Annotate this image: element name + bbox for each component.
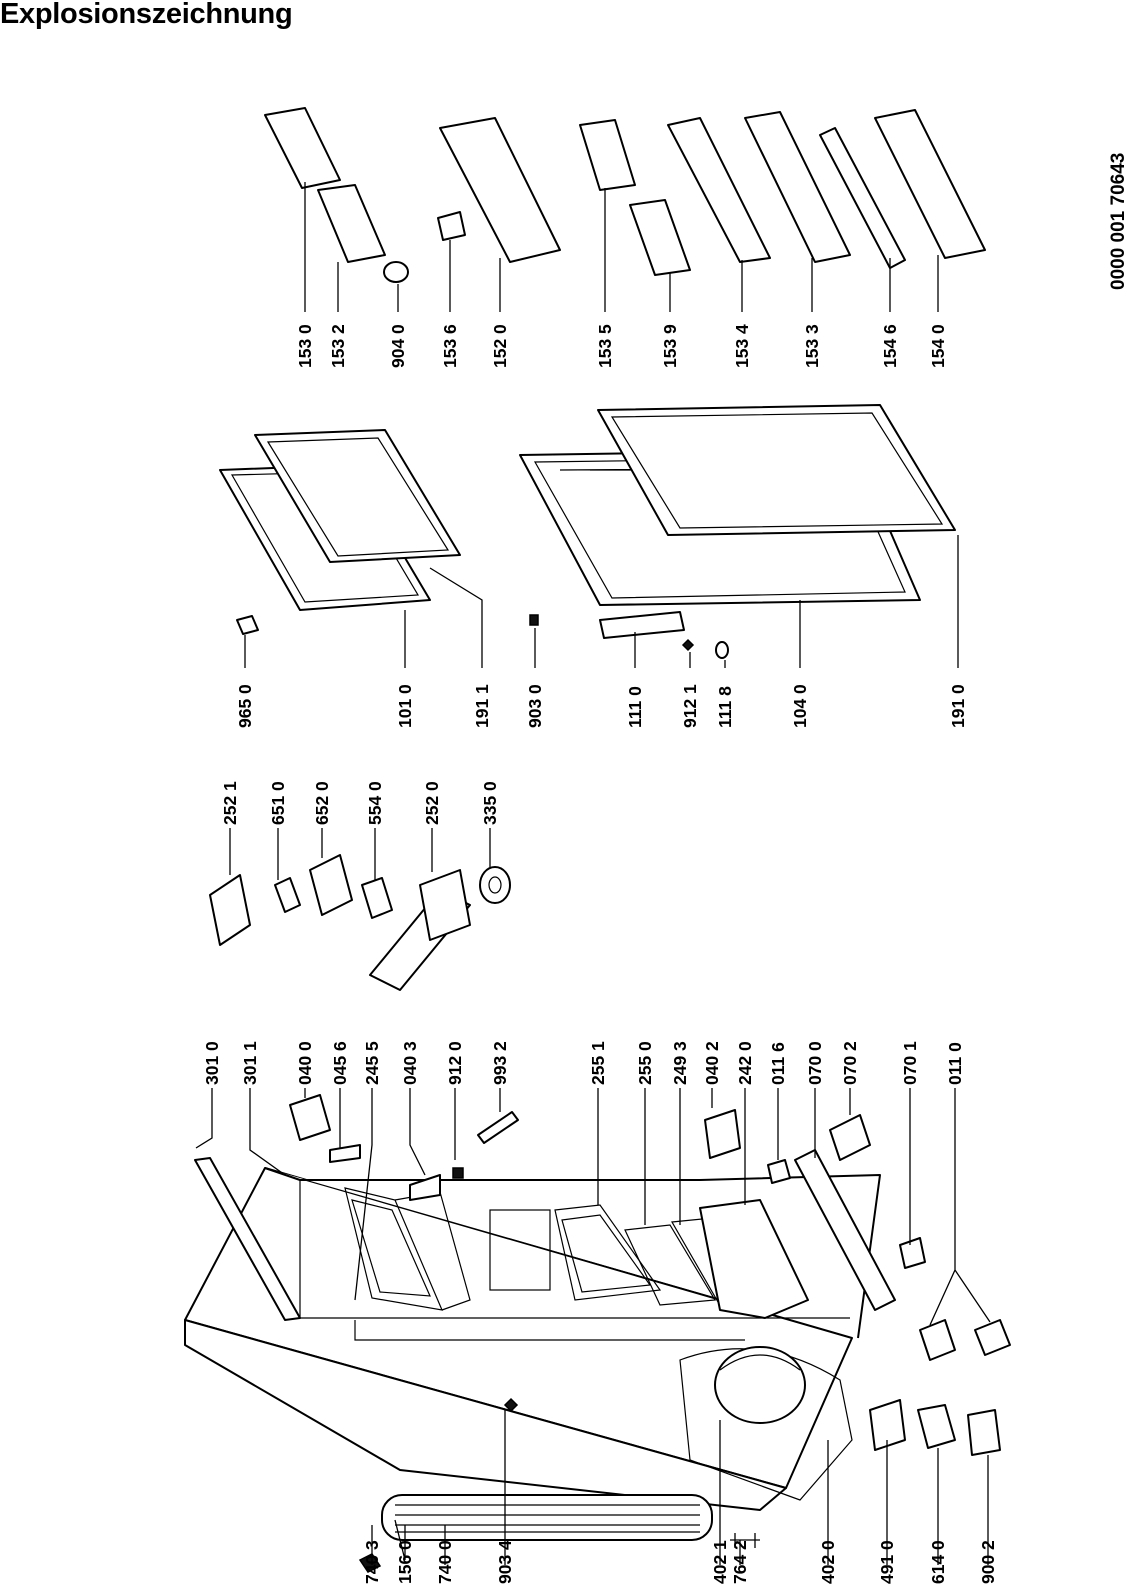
- part-label-0402: 040 2: [702, 1041, 722, 1085]
- part-label-9040: 904 0: [388, 324, 408, 368]
- part-label-1118: 111 8: [715, 686, 735, 728]
- part-label-6510: 651 0: [268, 781, 288, 825]
- part-label-0400: 040 0: [295, 1041, 315, 1085]
- part-label-1911: 191 1: [472, 684, 492, 728]
- part-label-2420: 242 0: [735, 1041, 755, 1085]
- door-assembly: [219, 404, 956, 659]
- part-label-2520: 252 0: [422, 781, 442, 825]
- part-label-1530: 153 0: [295, 324, 315, 368]
- part-label-1560: 156 0: [395, 1540, 415, 1584]
- part-label-2455: 245 5: [362, 1041, 382, 1085]
- part-label-1040: 104 0: [790, 684, 810, 728]
- part-label-0456: 045 6: [330, 1041, 350, 1085]
- cabinet-assembly: [184, 1094, 1011, 1573]
- document-number: 0000 001 70643: [1108, 153, 1129, 290]
- part-label-9030: 903 0: [525, 684, 545, 728]
- part-label-1535: 153 5: [595, 324, 615, 368]
- part-label-2551: 255 1: [588, 1041, 608, 1085]
- leader-lines: [195, 182, 991, 1565]
- part-label-4020: 402 0: [818, 1540, 838, 1584]
- part-label-9034: 903 4: [495, 1540, 515, 1584]
- part-label-0110: 011 0: [945, 1042, 965, 1085]
- part-label-9002: 900 2: [978, 1540, 998, 1584]
- door-shelf-parts: [264, 107, 986, 283]
- part-label-2493: 249 3: [670, 1041, 690, 1085]
- part-label-0701: 070 1: [900, 1041, 920, 1085]
- part-label-6520: 652 0: [312, 781, 332, 825]
- part-label-4910: 491 0: [877, 1540, 897, 1584]
- part-label-3010: 301 0: [202, 1041, 222, 1085]
- part-label-5540: 554 0: [365, 781, 385, 825]
- part-label-1910: 191 0: [948, 684, 968, 728]
- part-label-2521: 252 1: [220, 781, 240, 825]
- part-label-1532: 153 2: [328, 324, 348, 368]
- part-label-7400: 740 0: [435, 1540, 455, 1584]
- part-label-7642: 764 2: [730, 1540, 750, 1584]
- part-labels: 301 0 301 1 040 0 045 6 245 5 040 3 912 …: [202, 153, 1129, 1584]
- part-label-7403: 740 3: [362, 1540, 382, 1584]
- part-label-1533: 153 3: [802, 324, 822, 368]
- part-label-3350: 335 0: [480, 781, 500, 825]
- part-label-0702: 070 2: [840, 1041, 860, 1085]
- part-label-2550: 255 0: [635, 1041, 655, 1085]
- part-label-9650: 965 0: [235, 684, 255, 728]
- part-label-0116: 011 6: [768, 1042, 788, 1085]
- part-label-1536: 153 6: [440, 324, 460, 368]
- part-label-4021: 402 1: [710, 1540, 730, 1584]
- part-label-1546: 154 6: [880, 324, 900, 368]
- part-label-6140: 614 0: [928, 1540, 948, 1584]
- page-title: Explosionszeichnung: [0, 0, 293, 30]
- part-label-1110: 111 0: [625, 686, 645, 728]
- part-label-0700: 070 0: [805, 1041, 825, 1085]
- part-label-1540: 154 0: [928, 324, 948, 368]
- part-label-9121: 912 1: [680, 684, 700, 728]
- control-parts: [209, 854, 511, 991]
- part-label-3011: 301 1: [240, 1041, 260, 1085]
- part-label-1539: 153 9: [660, 324, 680, 368]
- part-label-1010: 101 0: [395, 684, 415, 728]
- part-label-9932: 993 2: [490, 1041, 510, 1085]
- part-label-9120: 912 0: [445, 1041, 465, 1085]
- part-label-1520: 152 0: [490, 324, 510, 368]
- part-label-0403: 040 3: [400, 1041, 420, 1085]
- part-label-1534: 153 4: [732, 324, 752, 368]
- evaporator-grille: [381, 1494, 713, 1541]
